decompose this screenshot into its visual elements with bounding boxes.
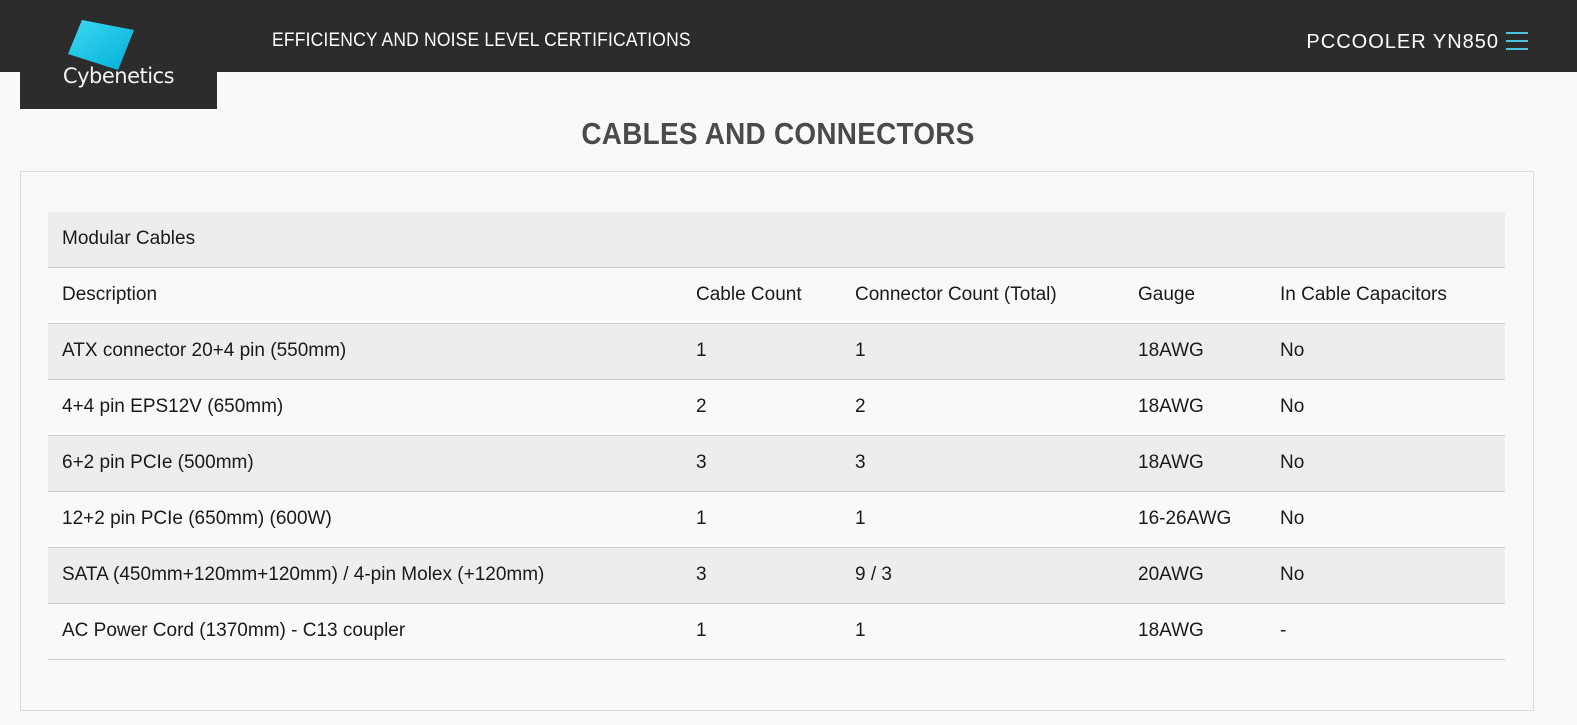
cables-table: Modular Cables Description Cable Count C… — [48, 212, 1505, 660]
column-header: In Cable Capacitors — [1266, 267, 1505, 324]
table-cell: 3 — [682, 547, 841, 604]
table-cell: 6+2 pin PCIe (500mm) — [48, 435, 682, 492]
table-row: 4+4 pin EPS12V (650mm) 2 2 18AWG No — [48, 379, 1505, 436]
column-header: Connector Count (Total) — [841, 267, 1124, 324]
column-header: Gauge — [1124, 267, 1266, 324]
table-cell: 1 — [682, 491, 841, 548]
table-cell: 9 / 3 — [841, 547, 1124, 604]
table-cell: 18AWG — [1124, 323, 1266, 380]
cybenetics-logo[interactable]: Cybenetics — [20, 0, 217, 109]
model-name: PCCOOLER YN850 — [1306, 31, 1499, 53]
table-cell: 2 — [841, 379, 1124, 436]
hamburger-menu-icon[interactable] — [1506, 32, 1528, 52]
top-navbar: EFFICIENCY AND NOISE LEVEL CERTIFICATION… — [0, 0, 1577, 72]
table-row: ATX connector 20+4 pin (550mm) 1 1 18AWG… — [48, 323, 1505, 380]
column-header-row: Description Cable Count Connector Count … — [48, 267, 1505, 324]
table-cell: 20AWG — [1124, 547, 1266, 604]
cables-card: Modular Cables Description Cable Count C… — [20, 171, 1534, 711]
table-cell: ATX connector 20+4 pin (550mm) — [48, 323, 682, 380]
section-label: Modular Cables — [48, 212, 1505, 268]
logo-text: Cybenetics — [62, 64, 175, 88]
table-cell: No — [1266, 323, 1505, 380]
table-cell: 18AWG — [1124, 379, 1266, 436]
table-row: AC Power Cord (1370mm) - C13 coupler 1 1… — [48, 603, 1505, 660]
table-cell: SATA (450mm+120mm+120mm) / 4-pin Molex (… — [48, 547, 682, 604]
table-row: SATA (450mm+120mm+120mm) / 4-pin Molex (… — [48, 547, 1505, 604]
table-cell: No — [1266, 435, 1505, 492]
table-cell: - — [1266, 603, 1505, 660]
table-cell: 18AWG — [1124, 435, 1266, 492]
logo-diamond-icon — [68, 20, 134, 70]
table-cell: 2 — [682, 379, 841, 436]
table-cell: 1 — [841, 603, 1124, 660]
column-header: Cable Count — [682, 267, 841, 324]
table-row: 12+2 pin PCIe (650mm) (600W) 1 1 16-26AW… — [48, 491, 1505, 548]
table-cell: 3 — [682, 435, 841, 492]
table-cell: 4+4 pin EPS12V (650mm) — [48, 379, 682, 436]
table-row: 6+2 pin PCIe (500mm) 3 3 18AWG No — [48, 435, 1505, 492]
table-cell: 1 — [841, 491, 1124, 548]
table-cell: 1 — [841, 323, 1124, 380]
table-cell: 1 — [682, 603, 841, 660]
table-cell: No — [1266, 547, 1505, 604]
table-cell: AC Power Cord (1370mm) - C13 coupler — [48, 603, 682, 660]
table-cell: 3 — [841, 435, 1124, 492]
table-cell: 12+2 pin PCIe (650mm) (600W) — [48, 491, 682, 548]
page-title: CABLES AND CONNECTORS — [581, 116, 975, 151]
section-header-row: Modular Cables — [48, 212, 1505, 268]
column-header: Description — [48, 267, 682, 324]
table-cell: 16-26AWG — [1124, 491, 1266, 548]
table-cell: No — [1266, 491, 1505, 548]
table-cell: No — [1266, 379, 1505, 436]
table-cell: 18AWG — [1124, 603, 1266, 660]
nav-title-link[interactable]: EFFICIENCY AND NOISE LEVEL CERTIFICATION… — [272, 30, 691, 51]
table-cell: 1 — [682, 323, 841, 380]
